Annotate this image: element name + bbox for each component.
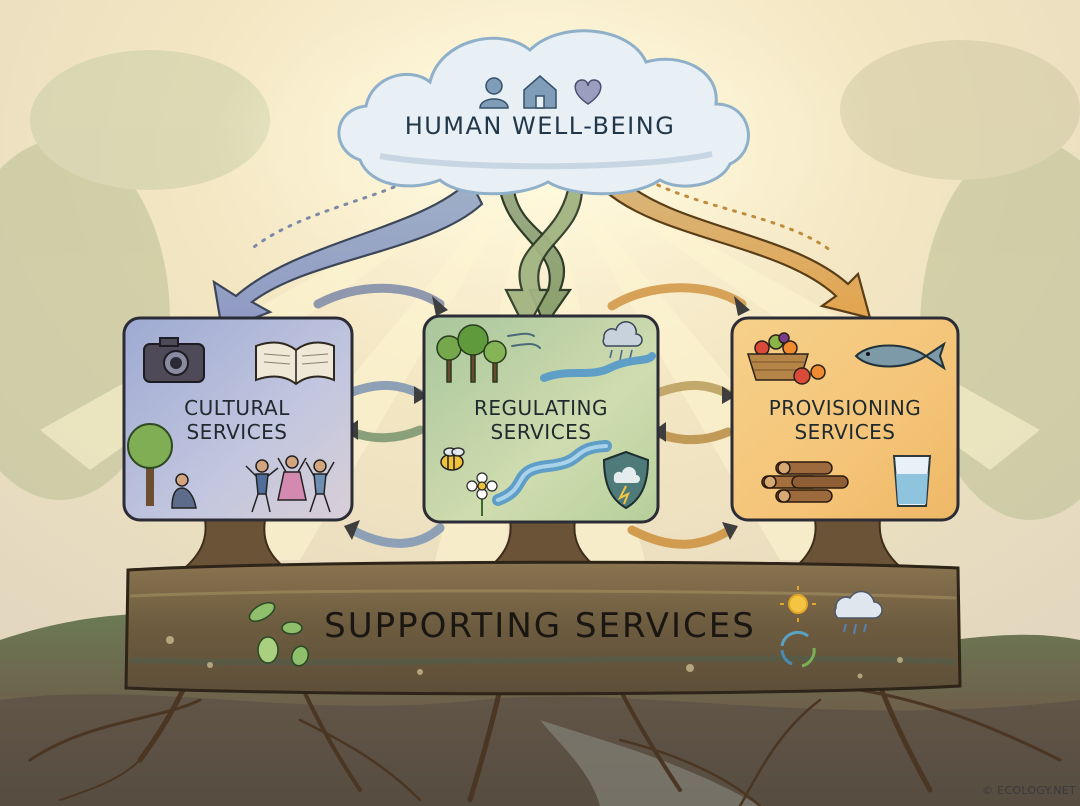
provisioning-services-label: PROVISIONING SERVICES	[734, 396, 956, 444]
human-wellbeing-title: HUMAN WELL-BEING	[404, 112, 676, 140]
house-icon	[523, 75, 557, 109]
shield-storm-icon	[602, 450, 650, 510]
firewood-icon	[761, 461, 849, 503]
fruit-basket-icon	[746, 332, 826, 385]
regulating-services-box	[422, 314, 660, 524]
bee-icon	[440, 447, 465, 471]
microbes-icon	[248, 601, 310, 667]
tree-icon	[127, 423, 173, 506]
arrow-wellbeing-to-regulating	[498, 188, 584, 333]
credit-text: © ECOLOGY.NET	[982, 784, 1076, 797]
box-connector-arrows	[313, 283, 747, 549]
heart-icon	[574, 79, 602, 105]
river-icon	[492, 352, 656, 506]
water-glass-icon	[892, 455, 932, 507]
flower-icon	[466, 472, 498, 516]
regulating-services-line2: SERVICES	[490, 420, 592, 444]
cultural-services-line2: SERVICES	[186, 420, 288, 444]
forest-icon	[436, 324, 507, 383]
rain-cloud-icon	[602, 321, 643, 361]
sun-icon	[780, 586, 816, 622]
regulating-services-line1: REGULATING	[474, 396, 608, 420]
rain-cloud-icon	[834, 590, 883, 635]
regulating-services-label: REGULATING SERVICES	[426, 396, 656, 444]
camera-icon	[143, 337, 205, 383]
cultural-services-line1: CULTURAL	[184, 396, 290, 420]
provisioning-services-line1: PROVISIONING	[768, 396, 922, 420]
book-icon	[255, 341, 335, 386]
wind-icon	[507, 332, 541, 349]
meditating-person-icon	[171, 473, 197, 509]
fish-icon	[854, 341, 946, 371]
supporting-services-label: SUPPORTING SERVICES	[324, 606, 756, 646]
nutrient-cycle-icon	[780, 630, 816, 668]
cultural-services-label: CULTURAL SERVICES	[128, 396, 346, 444]
arrow-wellbeing-to-provisioning	[602, 174, 872, 320]
root-trunks	[177, 519, 909, 573]
provisioning-services-line2: SERVICES	[794, 420, 896, 444]
dancing-people-icon	[245, 455, 335, 513]
person-icon	[479, 77, 509, 109]
wellbeing-cloud	[337, 29, 750, 196]
